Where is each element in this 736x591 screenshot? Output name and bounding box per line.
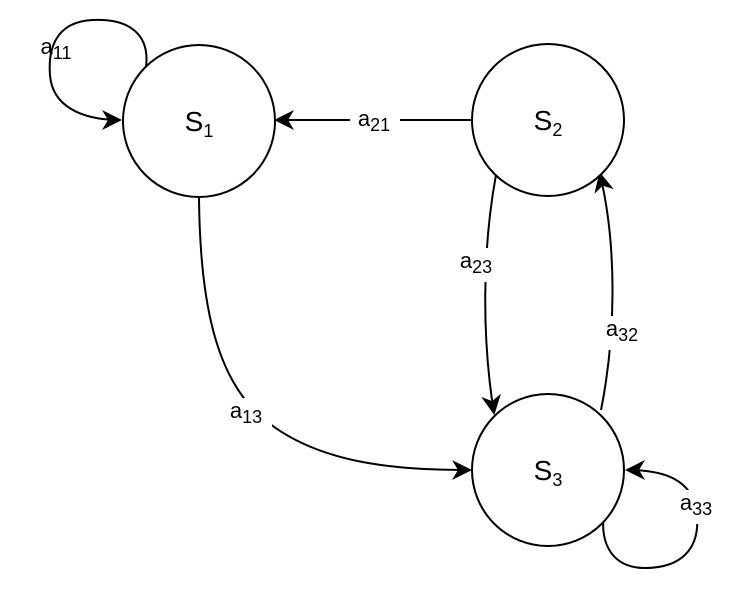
svg-text:S1: S1 xyxy=(185,106,214,141)
label-a21-base: a xyxy=(358,106,371,131)
edge-a32 xyxy=(594,172,614,411)
node-s1: S1 xyxy=(122,44,276,198)
label-a32-sub: 32 xyxy=(618,325,638,345)
svg-text:a32: a32 xyxy=(606,316,638,345)
label-a11-base: a xyxy=(41,34,54,59)
label-a21-sub: 21 xyxy=(370,115,390,135)
svg-text:a21: a21 xyxy=(358,106,390,135)
label-a11-sub: 11 xyxy=(53,43,72,63)
edge-a11-self-loop xyxy=(48,18,148,130)
svg-text:S3: S3 xyxy=(534,455,563,490)
svg-text:a11: a11 xyxy=(41,34,72,63)
node-s1-base: S xyxy=(185,106,204,137)
label-a32-base: a xyxy=(606,316,619,341)
node-s2-sub: 2 xyxy=(552,120,562,140)
label-a13: a13 xyxy=(222,398,272,432)
label-a33-base: a xyxy=(680,490,693,515)
label-a23-sub: 23 xyxy=(472,257,492,277)
label-a11: a11 xyxy=(41,34,72,63)
node-s3-base: S xyxy=(534,455,553,486)
svg-text:a33: a33 xyxy=(680,490,712,519)
label-a23: a23 xyxy=(452,248,502,282)
svg-text:S2: S2 xyxy=(534,105,563,140)
svg-text:a13: a13 xyxy=(230,398,262,427)
node-s3-sub: 3 xyxy=(552,470,562,490)
node-s2: S2 xyxy=(471,43,625,197)
label-a23-base: a xyxy=(460,248,473,273)
label-a33: a33 xyxy=(672,490,722,524)
node-s2-base: S xyxy=(534,105,553,136)
label-a32: a32 xyxy=(598,316,648,350)
edge-a33-self-loop xyxy=(602,460,699,570)
label-a33-sub: 33 xyxy=(692,499,712,519)
label-a13-sub: 13 xyxy=(242,407,262,427)
label-a13-base: a xyxy=(230,398,243,423)
edge-a23 xyxy=(481,174,501,415)
svg-text:a23: a23 xyxy=(460,248,492,277)
node-s1-sub: 1 xyxy=(203,121,213,141)
label-a21: a21 xyxy=(350,106,400,138)
node-s3: S3 xyxy=(471,393,625,547)
